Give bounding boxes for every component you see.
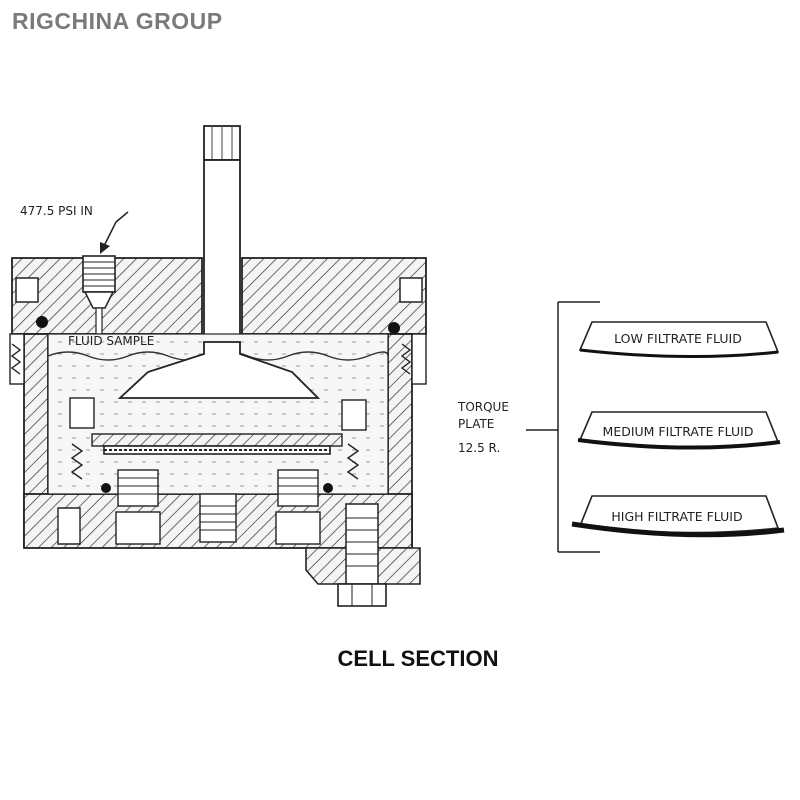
plate-medium-filtrate: MEDIUM FILTRATE FLUID <box>577 411 781 450</box>
pressure-inlet-fitting <box>82 255 116 335</box>
bottom-bolts <box>57 469 321 545</box>
pressure-inlet-label: 477.5 PSI IN <box>20 204 93 218</box>
plate-low-filtrate-label: LOW FILTRATE FLUID <box>614 331 742 346</box>
plate-low-filtrate: LOW FILTRATE FLUID <box>578 321 780 359</box>
diagram-caption: CELL SECTION <box>337 646 499 671</box>
piston-stem <box>203 125 241 343</box>
filter-screen-assembly <box>69 397 367 493</box>
pressure-arrow <box>100 211 129 254</box>
fluid-sample-label: FLUID SAMPLE <box>68 334 154 348</box>
torque-label-line2: PLATE <box>458 417 494 431</box>
plate-high-filtrate-label: HIGH FILTRATE FLUID <box>611 509 742 524</box>
torque-plate-bracket <box>526 301 600 553</box>
brand-title: RIGCHINA GROUP <box>12 8 223 34</box>
torque-label-line3: 12.5 R. <box>458 441 500 455</box>
plate-medium-filtrate-label: MEDIUM FILTRATE FLUID <box>603 424 754 439</box>
piston-head <box>117 341 321 399</box>
plate-high-filtrate: HIGH FILTRATE FLUID <box>571 495 785 538</box>
torque-label-line1: TORQUE <box>457 400 509 414</box>
outlet-valve <box>305 503 421 607</box>
